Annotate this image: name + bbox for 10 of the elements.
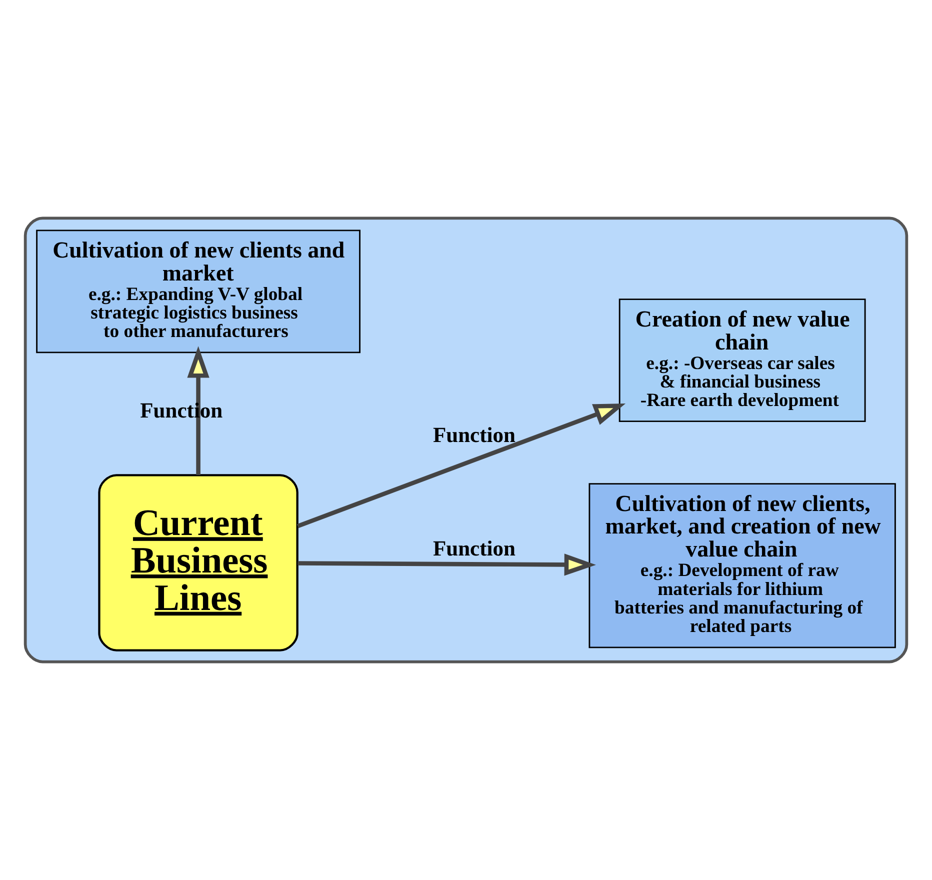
node-box: Creation of new value chain e.g.: -Overseas car sales & financial business -Rare earth development	[618, 298, 866, 422]
edge-label: Function	[432, 423, 516, 448]
edge-label: Function	[432, 536, 516, 561]
node-box: Current Business Lines	[98, 474, 298, 652]
cluster	[24, 216, 908, 664]
arrow	[187, 346, 210, 476]
arrow	[298, 554, 596, 576]
arrow	[296, 403, 626, 528]
node-box: Cultivation of new clients and market e.g.: Expanding V-V global strategic logistics business to other manufacturers	[36, 230, 360, 354]
node-box: Cultivation of new clients, market, and creation of new value chain e.g.: Development of raw materials for lithium batteries and manufacturing of related parts	[588, 483, 896, 648]
